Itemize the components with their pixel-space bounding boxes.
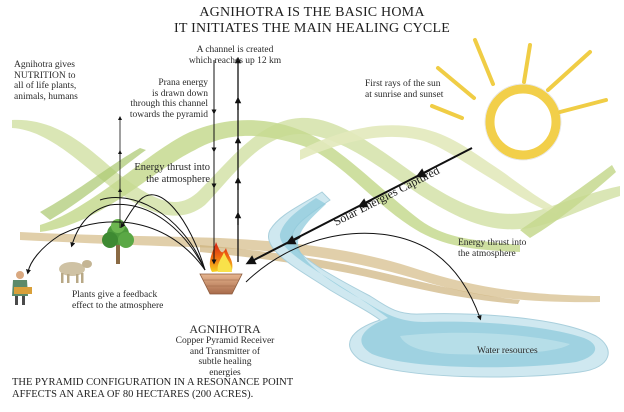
plants-feedback-label: Plants give a feedback effect to the atm… [72, 290, 164, 311]
river [267, 191, 609, 378]
nutrition-arcs [26, 194, 206, 275]
tree-icon [102, 219, 134, 264]
channel-label: A channel is created which reaches up 12… [188, 45, 282, 66]
water-resources-label: Water resources [477, 346, 538, 356]
energy-thrust-right-label: Energy thrust into the atmosphere [458, 238, 527, 259]
human-icon [12, 271, 32, 305]
fire-pyramid-icon [199, 242, 243, 295]
sun-icon [430, 38, 608, 161]
channel-arrows [118, 56, 242, 265]
green-hills [12, 117, 620, 253]
agnihotra-title: AGNIHOTRA [189, 322, 261, 336]
title-line-1: AGNIHOTRA IS THE BASIC HOMA [199, 5, 425, 20]
solar-arrow [245, 147, 473, 265]
nutrition-label: Agnihotra gives NUTRITION to all of life… [14, 60, 78, 102]
footer-note: THE PYRAMID CONFIGURATION IN A RESONANCE… [12, 377, 294, 400]
prana-label: Prana energy is drawn down through this … [129, 78, 208, 120]
energy-thrust-left-label: Energy thrust into the atmosphere [134, 162, 210, 185]
cow-icon [59, 260, 92, 283]
agnihotra-description: Copper Pyramid Receiver and Transmitter … [175, 336, 275, 378]
first-rays-label: First rays of the sun at sunrise and sun… [365, 79, 444, 100]
title-line-2: IT INITIATES THE MAIN HEALING CYCLE [174, 21, 450, 36]
earth-band [20, 232, 600, 304]
right-thrust-arc [245, 232, 482, 321]
